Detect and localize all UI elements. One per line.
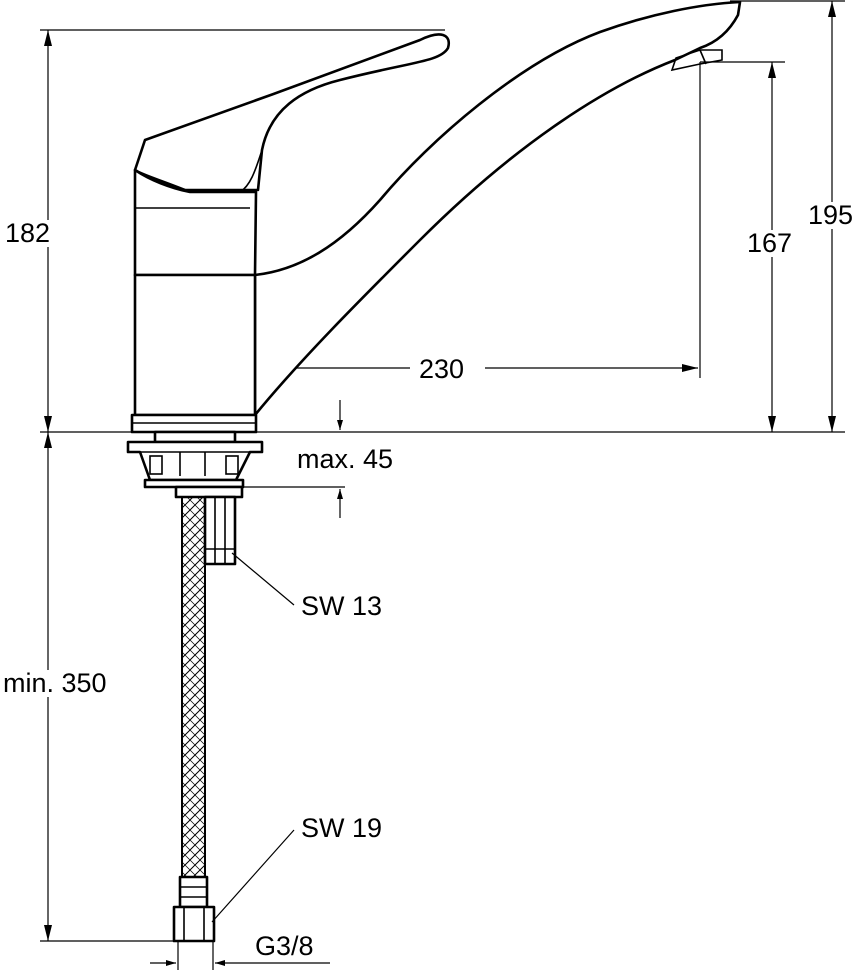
- faucet-spout: [253, 0, 742, 417]
- faucet-cartridge-housing: [133, 168, 258, 277]
- dimension-max45-label: max. 45: [294, 446, 397, 473]
- dimension-sw19-label: SW 19: [298, 815, 386, 842]
- connection-nut-sw13: [203, 495, 237, 566]
- dimension-min350-label: min. 350: [0, 670, 110, 697]
- faucet-main-body: [130, 273, 258, 434]
- braided-hose: [181, 496, 206, 878]
- dimension-230-label: 230: [416, 356, 468, 383]
- dimension-sw13-label: SW 13: [298, 593, 386, 620]
- dimension-167-label: 167: [744, 230, 796, 257]
- leader-sw19: [211, 829, 295, 923]
- dimension-g38-label: G3/8: [252, 933, 317, 960]
- dimension-195-label: 195: [805, 202, 857, 229]
- dimension-182-label: 182: [2, 220, 54, 247]
- hose-end-fitting-sw19: [172, 875, 216, 943]
- mounting-flange: [126, 430, 264, 499]
- faucet-lever-handle: [133, 33, 451, 193]
- leader-sw13: [231, 552, 295, 606]
